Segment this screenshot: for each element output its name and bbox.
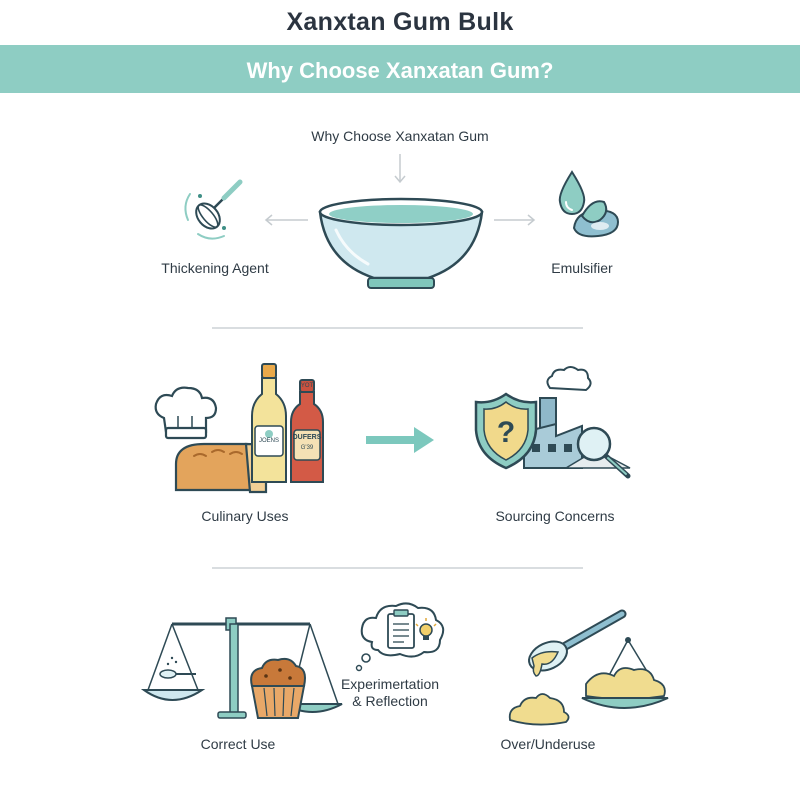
- divider-top: [212, 327, 583, 329]
- oil-bottle-icon: [251, 363, 287, 483]
- down-arrow-icon: [394, 154, 406, 184]
- sauce-bottle-sub: G'39: [300, 445, 314, 451]
- chef-hat-icon: [154, 386, 218, 440]
- page-title: Xanxtan Gum Bulk: [286, 8, 514, 36]
- sauce-bottle-icon: [290, 379, 324, 483]
- divider-bottom: [212, 567, 583, 569]
- over-underuse-label: Over/Underuse: [500, 736, 596, 752]
- experimentation-label: Experimertation & Reflection: [330, 676, 450, 710]
- thickening-agent-label: Thickening Agent: [161, 260, 269, 276]
- balance-scale-icon: [140, 617, 343, 719]
- correct-use-label: Correct Use: [200, 736, 276, 752]
- right-arrow-icon: [494, 214, 536, 226]
- oil-bottle-text: JOENS: [258, 438, 279, 444]
- experimentation-label-line2: & Reflection: [352, 693, 428, 709]
- teal-arrow-icon: [366, 427, 434, 453]
- emulsifier-label: Emulsifier: [551, 260, 613, 276]
- sourcing-concerns-icon: ?: [474, 366, 631, 479]
- center-label: Why Choose Xanxatan Gum: [311, 128, 489, 144]
- left-arrow-icon: [264, 214, 308, 226]
- whisk-icon: [184, 179, 243, 240]
- droplet-icon: [558, 170, 620, 238]
- culinary-uses-label: Culinary Uses: [201, 508, 289, 524]
- banner-title: Why Choose Xanxatan Gum?: [246, 58, 554, 83]
- muffin-icon: [250, 657, 306, 719]
- header-banner: [0, 45, 800, 93]
- sauce-cap-text: YOT: [300, 383, 314, 389]
- spoon-scale-icon: [508, 609, 669, 726]
- experimentation-label-line1: Experimertation: [340, 676, 440, 692]
- sourcing-concerns-label: Sourcing Concerns: [495, 508, 615, 524]
- bowl-icon: [318, 197, 484, 289]
- sauce-bottle-text: DUFERS: [292, 434, 322, 441]
- thought-bubble-icon: [355, 602, 445, 672]
- svg-text:?: ?: [497, 416, 515, 449]
